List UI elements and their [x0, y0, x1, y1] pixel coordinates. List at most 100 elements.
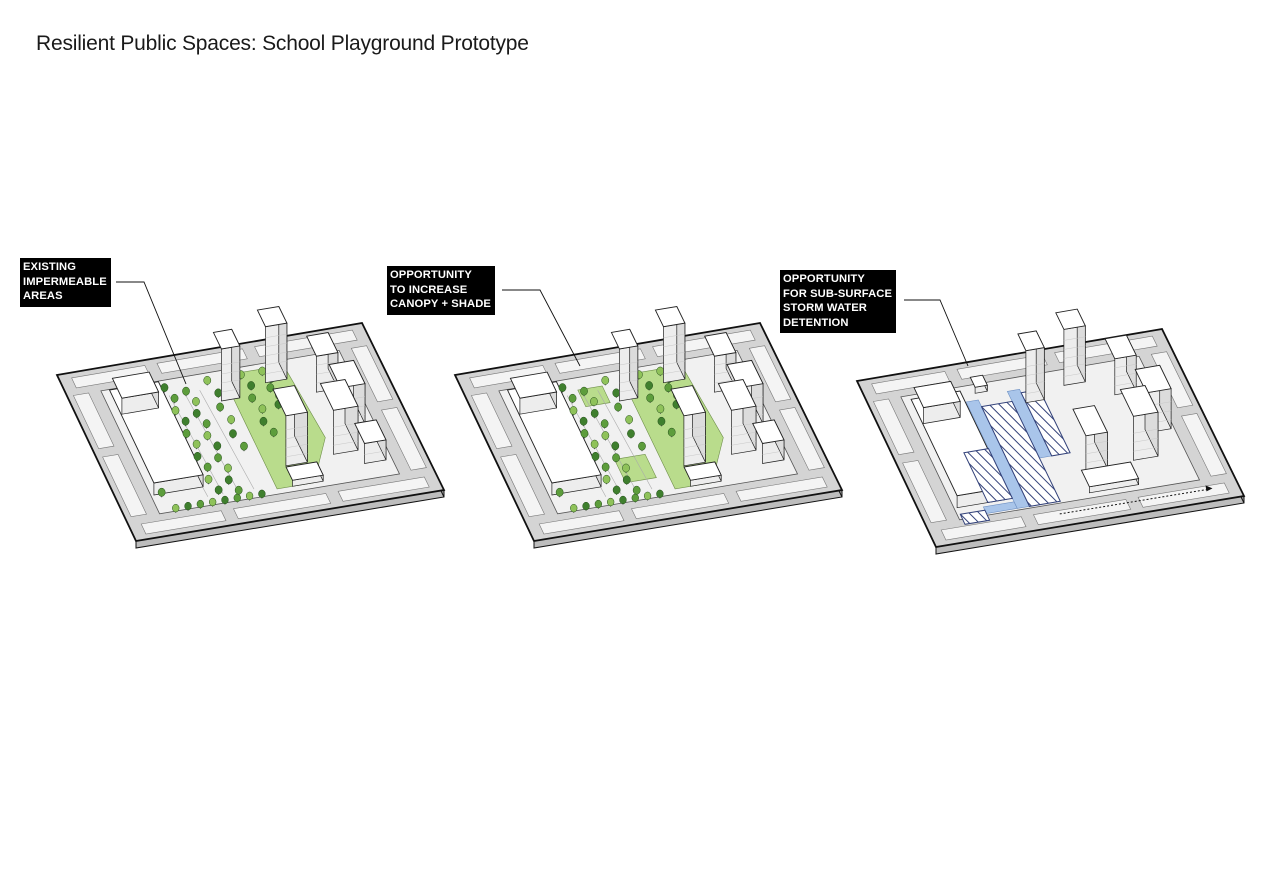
tree-crown [182, 429, 191, 438]
tree-crown [227, 415, 235, 424]
callout-line: OPPORTUNITY [783, 273, 865, 285]
window-band [1063, 372, 1086, 377]
tree [607, 497, 615, 507]
tree-crown [555, 487, 564, 497]
window-band [285, 443, 308, 449]
tree-crown [656, 366, 665, 376]
callout-line: TO INCREASE [390, 283, 468, 296]
building-roof [272, 385, 309, 417]
window-band [221, 379, 240, 384]
tree-crown [590, 439, 599, 449]
callout-line: CANOPY + SHADE [390, 298, 491, 310]
sidewalk-pad [956, 354, 1048, 380]
page-title: Resilient Public Spaces: School Playgrou… [36, 32, 529, 55]
tree [612, 453, 620, 463]
window-band [1133, 437, 1159, 443]
building-roof [1072, 405, 1109, 437]
window-band [221, 361, 240, 366]
callout-line: EXISTING [23, 261, 77, 273]
window-band [265, 369, 287, 374]
tree-crown [568, 393, 577, 403]
tree [193, 451, 202, 462]
window-band [265, 351, 287, 356]
detention-zone [959, 509, 991, 525]
tower [319, 379, 359, 455]
tree [224, 475, 233, 485]
tree [664, 383, 673, 393]
tree-crown [193, 451, 202, 461]
tree-crown [600, 419, 609, 429]
tree [258, 489, 266, 499]
tree [590, 408, 599, 419]
tree [643, 491, 652, 501]
tree-crown [192, 439, 201, 449]
window-band [265, 333, 287, 338]
tree [192, 397, 200, 407]
tree [558, 383, 567, 393]
callout-line: FOR SUB-SURFACE [783, 287, 893, 300]
sidewalk-pad [779, 407, 825, 471]
tree-crown [213, 441, 222, 451]
tree [229, 429, 237, 439]
window-band [285, 452, 308, 458]
tree-crown [229, 429, 237, 439]
tree-crown [664, 383, 673, 393]
tree [209, 497, 217, 507]
tree-crown [580, 429, 589, 438]
tree-crown [601, 431, 610, 440]
detention-zone [963, 448, 1014, 504]
sidewalk-pad [381, 407, 427, 471]
tree [612, 485, 621, 495]
tower [1055, 308, 1086, 386]
tree [182, 386, 190, 397]
building-roof [319, 379, 359, 411]
tree [216, 402, 224, 413]
window-band [762, 450, 785, 455]
building-roof [670, 385, 707, 417]
window-band [663, 342, 685, 347]
tower [1104, 334, 1137, 396]
window-band [1114, 363, 1137, 369]
tree [590, 397, 598, 407]
sidewalk-pad [538, 510, 625, 535]
tree-crown [656, 404, 665, 414]
callout-canopy-shade: OPPORTUNITY TO INCREASE CANOPY + SHADE [387, 266, 495, 315]
tree-crown [612, 453, 620, 463]
tree-crown [172, 503, 180, 513]
building-roof [654, 306, 686, 328]
podium [1080, 461, 1140, 494]
tree-crown [646, 393, 655, 403]
sidewalk-pad [72, 392, 115, 450]
tree-crown [233, 493, 241, 503]
building-roof [969, 374, 988, 388]
tree [580, 386, 588, 397]
tower [654, 306, 686, 384]
tree [602, 474, 611, 485]
tree [631, 493, 639, 503]
tree [627, 429, 635, 439]
tree [619, 495, 627, 505]
tree [240, 441, 248, 452]
tree [657, 416, 666, 427]
tree [656, 404, 665, 414]
window-band [316, 379, 338, 384]
window-band [1085, 458, 1108, 464]
tree-crown [182, 386, 190, 396]
tree [221, 495, 229, 505]
tree-crown [579, 416, 588, 426]
tree-crown [625, 415, 633, 424]
window-band [663, 333, 685, 338]
window-band [1025, 363, 1045, 367]
window-band [333, 431, 359, 437]
sidewalk-pad [872, 398, 915, 456]
tree [204, 474, 213, 485]
tree [555, 487, 564, 498]
tree-crown [181, 416, 190, 426]
tree-crown [591, 451, 600, 461]
tree-crown [601, 462, 610, 472]
tree-crown [184, 501, 192, 511]
tree-crown [656, 489, 664, 498]
building-roof [285, 461, 324, 481]
kiosk [969, 374, 988, 394]
tree-crown [657, 416, 666, 426]
